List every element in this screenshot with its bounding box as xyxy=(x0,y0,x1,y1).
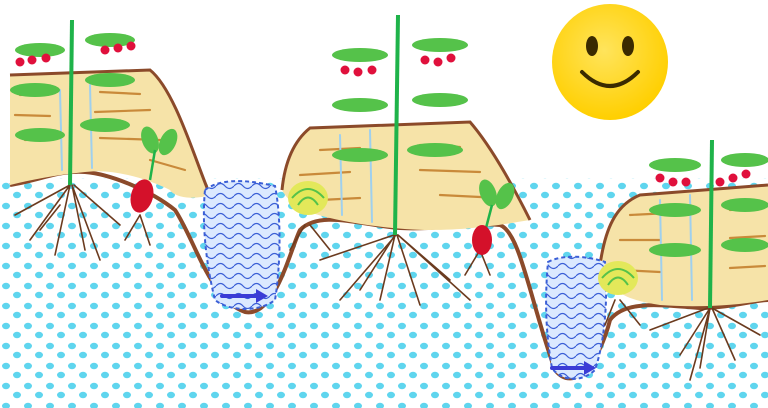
sun-smiley xyxy=(552,4,668,120)
lettuce-1 xyxy=(288,181,328,215)
water-trench-2 xyxy=(546,257,606,379)
straw-mound-2 xyxy=(282,122,530,230)
water-trench-1 xyxy=(204,181,280,309)
lettuce-2 xyxy=(598,261,638,295)
